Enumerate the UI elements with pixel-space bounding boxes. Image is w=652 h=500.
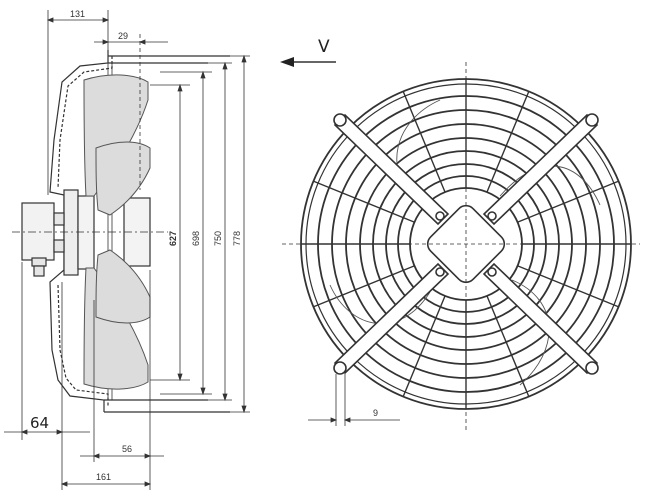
dim-56: 56 (122, 444, 132, 454)
airflow-label: V (318, 37, 330, 57)
side-dimensions (4, 10, 250, 490)
dim-9-lines (308, 374, 400, 426)
dim-29: 29 (118, 31, 128, 41)
mounting-brackets (333, 113, 599, 375)
dim-778: 778 (232, 231, 242, 246)
dim-131: 131 (70, 9, 85, 19)
fan-blades-side (83, 74, 151, 390)
airflow-arrow (280, 57, 336, 67)
dim-698: 698 (191, 231, 201, 246)
dim-9: 9 (373, 408, 378, 418)
dim-627: 627 (168, 231, 178, 246)
side-view (12, 50, 230, 413)
dim-64: 64 (30, 414, 49, 432)
motor-hub (63, 189, 79, 276)
dim-750: 750 (213, 231, 223, 246)
front-center-lines (282, 62, 640, 430)
dim-161: 161 (96, 472, 111, 482)
terminal-box (21, 202, 55, 261)
